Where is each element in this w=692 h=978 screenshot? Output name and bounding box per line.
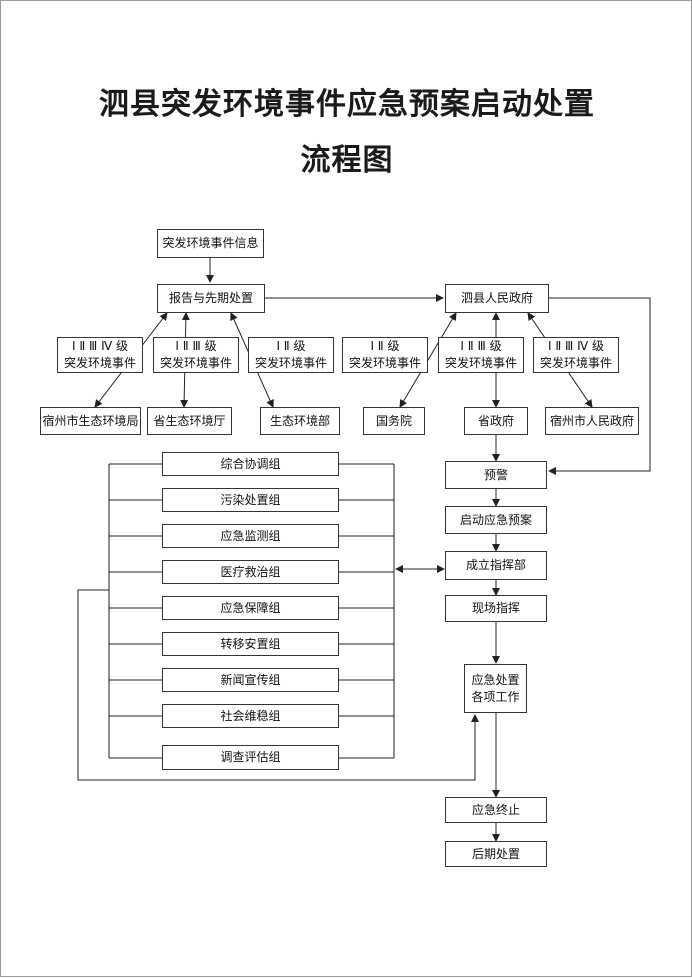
title-line-1: 泗县突发环境事件应急预案启动处置: [99, 87, 595, 122]
group-publicity: 新闻宣传组: [162, 668, 339, 692]
group-investigation: 调查评估组: [162, 745, 339, 770]
arrow-groups-to-work: [77, 589, 479, 781]
arrow-county-state-council: [399, 312, 457, 408]
node-warning: 预警: [445, 461, 547, 489]
agency-province-eco-dept: 省生态环境厅: [147, 407, 232, 435]
agency-province-gov: 省政府: [464, 407, 528, 435]
group-relocation: 转移安置组: [162, 632, 339, 656]
agency-city-eco-bureau: 宿州市生态环境局: [40, 407, 141, 435]
level-box-4: Ⅰ Ⅱ 级突发环境事件: [342, 337, 428, 373]
node-end: 应急终止: [445, 797, 547, 823]
arrow-county-to-warning: [548, 297, 651, 475]
group-monitoring: 应急监测组: [162, 524, 339, 548]
node-command: 成立指挥部: [445, 551, 547, 580]
title-line-2: 流程图: [300, 143, 394, 178]
level-box-3: Ⅰ Ⅱ 级突发环境事件: [248, 337, 334, 373]
level-box-6: Ⅰ Ⅱ Ⅲ Ⅳ 级突发环境事件: [533, 337, 619, 373]
group-stability: 社会维稳组: [162, 704, 339, 728]
level-box-1: Ⅰ Ⅱ Ⅲ Ⅳ 级突发环境事件: [57, 337, 143, 373]
node-county-gov: 泗县人民政府: [445, 284, 549, 313]
agency-state-council: 国务院: [363, 407, 425, 435]
agency-city-gov: 宿州市人民政府: [545, 407, 639, 435]
group-coordination: 综合协调组: [162, 452, 339, 476]
node-after: 后期处置: [445, 841, 547, 867]
node-field: 现场指挥: [445, 595, 547, 622]
level-box-2: Ⅰ Ⅱ Ⅲ 级突发环境事件: [153, 337, 239, 373]
node-start-plan: 启动应急预案: [445, 506, 547, 534]
level-box-5: Ⅰ Ⅱ Ⅲ 级突发环境事件: [438, 337, 524, 373]
group-medical: 医疗救治组: [162, 560, 339, 584]
group-pollution: 污染处置组: [162, 488, 339, 512]
node-work: 应急处置各项工作: [464, 664, 527, 713]
node-event-info: 突发环境事件信息: [157, 229, 264, 258]
agency-eco-ministry: 生态环境部: [260, 407, 340, 435]
node-report: 报告与先期处置: [157, 284, 265, 313]
group-support: 应急保障组: [162, 596, 339, 620]
